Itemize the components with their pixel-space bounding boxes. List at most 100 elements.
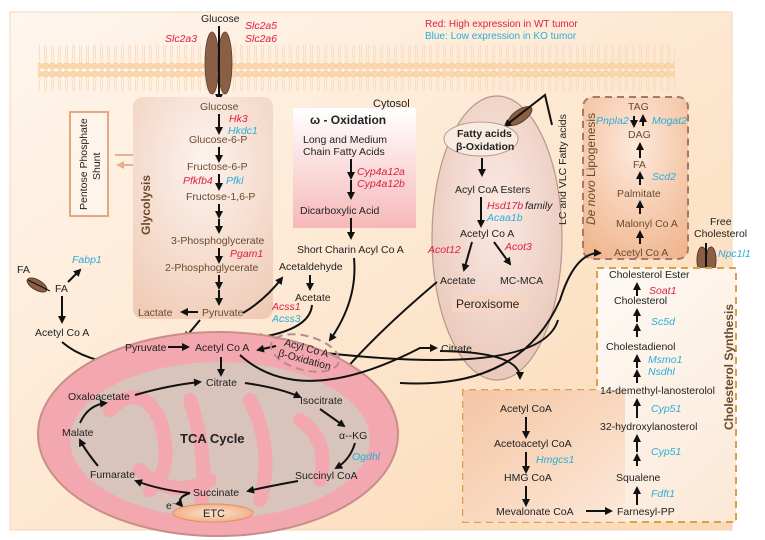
- alpha-kg: α--KG: [339, 430, 367, 442]
- gene-hkdc1: Hkdc1: [228, 125, 258, 137]
- succinate: Succinate: [193, 487, 239, 499]
- glycolysis-step: Glucose: [200, 101, 239, 113]
- succinyl-coa: Succinyl CoA: [295, 470, 357, 482]
- citrate-cytosol: Citrate: [441, 343, 472, 355]
- glycolysis-title: Glycolysis: [139, 175, 153, 235]
- electron-label: e⁻: [166, 500, 178, 512]
- glycolysis-step: Fructose-6-P: [187, 161, 248, 173]
- gene-sc5d: Sc5d: [651, 316, 676, 328]
- peroxisome-label-bg: [452, 295, 528, 312]
- gene-acss3: Acss3: [271, 313, 301, 325]
- gene-hk3: Hk3: [229, 113, 248, 125]
- acetyl-coa-peroxisome: Acetyl Co A: [460, 228, 514, 240]
- cytosol-label: Cytosol: [373, 98, 410, 110]
- 32-hydroxylanosterol: 32-hydroxylanosterol: [600, 421, 697, 433]
- tag: TAG: [628, 101, 649, 113]
- palmitate: Palmitate: [617, 188, 661, 200]
- omega-oxidation-title: ω - Oxidation: [310, 113, 386, 127]
- gene-slc2a6: Slc2a6: [245, 33, 277, 45]
- citrate-mito: Citrate: [206, 377, 237, 389]
- 14-demethyl-lanosterolol: 14-demethyl-lanosterolol: [600, 385, 715, 397]
- isocitrate: Isocitrate: [300, 395, 343, 407]
- gene-mogat2: Mogat2: [652, 115, 687, 127]
- acetoacetyl-coa: Acetoacetyl CoA: [494, 438, 572, 450]
- squalene: Squalene: [616, 472, 661, 484]
- gene-cyp4a12b: Cyp4a12b: [357, 178, 405, 190]
- omega-substrate: Long and Medium: [303, 134, 387, 146]
- cholesterol: Cholesterol: [614, 295, 667, 307]
- dag: DAG: [628, 129, 651, 141]
- gene-hmgcs1: Hmgcs1: [536, 454, 575, 466]
- mevalonate-coa: Mevalonate CoA: [496, 506, 574, 518]
- gene-acot12: Acot12: [427, 244, 461, 256]
- gene-slc2a5: Slc2a5: [245, 20, 277, 32]
- acyl-coa-beta-oxidation-box: [269, 333, 341, 373]
- tca-cycle-title: TCA Cycle: [180, 431, 245, 446]
- etc-label: ETC: [203, 508, 225, 520]
- acetate-cytosol: Acetate: [295, 292, 331, 304]
- cholesterol-synthesis-title: Cholesterol Synthesis: [722, 304, 736, 430]
- pentose-phosphate-box: [69, 111, 109, 217]
- fatty-acids-beta-oxidation-label: [443, 121, 519, 157]
- omega-substrate-2: Chain Fatty Acids: [303, 146, 385, 158]
- fa-extracellular: FA: [17, 264, 30, 276]
- lipogenesis-box: [582, 96, 689, 260]
- gene-fabp1: Fabp1: [72, 254, 102, 266]
- lipogenesis-title: De novo Lipogenesis: [584, 113, 598, 225]
- oxaloacetate: Oxaloacetate: [68, 391, 130, 403]
- pyruvate-mito: Pyruvate: [125, 342, 167, 354]
- cholestadienol: Cholestadienol: [606, 341, 675, 353]
- glycolysis-box: [133, 97, 273, 319]
- gene-fdft1: Fdft1: [651, 488, 675, 500]
- gene-family: family: [525, 200, 553, 212]
- gene-hsd17b: Hsd17b: [487, 200, 523, 212]
- mevalonate-box: [463, 390, 625, 522]
- dicarboxylic-acid: Dicarboxylic Acid: [300, 205, 380, 217]
- gene-nsdhl: Nsdhl: [648, 366, 676, 378]
- short-chain-acyl-coa: Short Charin Acyl Co A: [297, 244, 404, 256]
- gene-scd2: Scd2: [652, 171, 676, 183]
- glycolysis-step: Glucose-6-P: [189, 134, 247, 146]
- glycolysis-step: Fructose-1,6-P: [186, 191, 255, 203]
- mc-mca: MC-MCA: [500, 275, 543, 287]
- glucose-transporter-icon: [217, 31, 233, 95]
- gene-pnpla2: Pnpla2: [596, 115, 629, 127]
- acetaldehyde: Acetaldehyde: [279, 261, 343, 273]
- acetyl-coa-cytosol: Acetyl Co A: [35, 327, 89, 339]
- lc-vlc-fatty-acids: LC and VLC Fatty acids: [557, 114, 569, 225]
- hmg-coa: HMG CoA: [504, 472, 552, 484]
- peroxisome-title: Fatty acids: [457, 128, 512, 140]
- malate: Malate: [62, 427, 94, 439]
- gene-acaa1b: Acaa1b: [486, 212, 523, 224]
- fumarate: Fumarate: [90, 469, 135, 481]
- glucose-extracellular: Glucose: [201, 13, 240, 25]
- legend-red: Red: High expression in WT tumor: [425, 19, 578, 30]
- fa-lipogenesis: FA: [633, 159, 646, 171]
- gene-ogdhl: Ogdhl: [352, 451, 381, 463]
- cristae: [103, 390, 330, 517]
- gene-acot3: Acot3: [504, 241, 532, 253]
- gene-cyp51-a: Cyp51: [651, 403, 681, 415]
- omega-oxidation-box: [293, 108, 416, 228]
- acetyl-coa-mito: Acetyl Co A: [195, 342, 249, 354]
- gene-cyp51-b: Cyp51: [651, 446, 681, 458]
- cholesterol-ester: Cholesterol Ester: [609, 269, 690, 281]
- gene-cyp4a12a: Cyp4a12a: [357, 166, 405, 178]
- gene-slc2a3: Slc2a3: [165, 33, 197, 45]
- gene-msmo1: Msmo1: [648, 354, 682, 366]
- peroxisome-label: Peroxisome: [456, 297, 520, 311]
- free-cholesterol-2: Cholesterol: [694, 228, 747, 240]
- gene-acss1: Acss1: [271, 301, 301, 313]
- glycolysis-step: 2-Phosphoglycerate: [165, 262, 259, 274]
- gene-pfkfb4: Pfkfb4: [183, 175, 213, 187]
- gene-soat1: Soat1: [649, 285, 676, 297]
- etc-complex: [172, 503, 254, 523]
- legend-blue: Blue: Low expression in KO tumor: [425, 31, 577, 42]
- farnesyl-pp: Farnesyl-PP: [617, 506, 675, 518]
- acyl-coa-esters: Acyl CoA Esters: [455, 184, 530, 196]
- pentose-phosphate-label-2: Shunt: [91, 152, 103, 180]
- gene-pgam1: Pgam1: [230, 248, 263, 260]
- gene-pfkl: Pfkl: [226, 175, 244, 187]
- acetyl-coa-lipogenesis: Acetyl Co A: [614, 247, 668, 259]
